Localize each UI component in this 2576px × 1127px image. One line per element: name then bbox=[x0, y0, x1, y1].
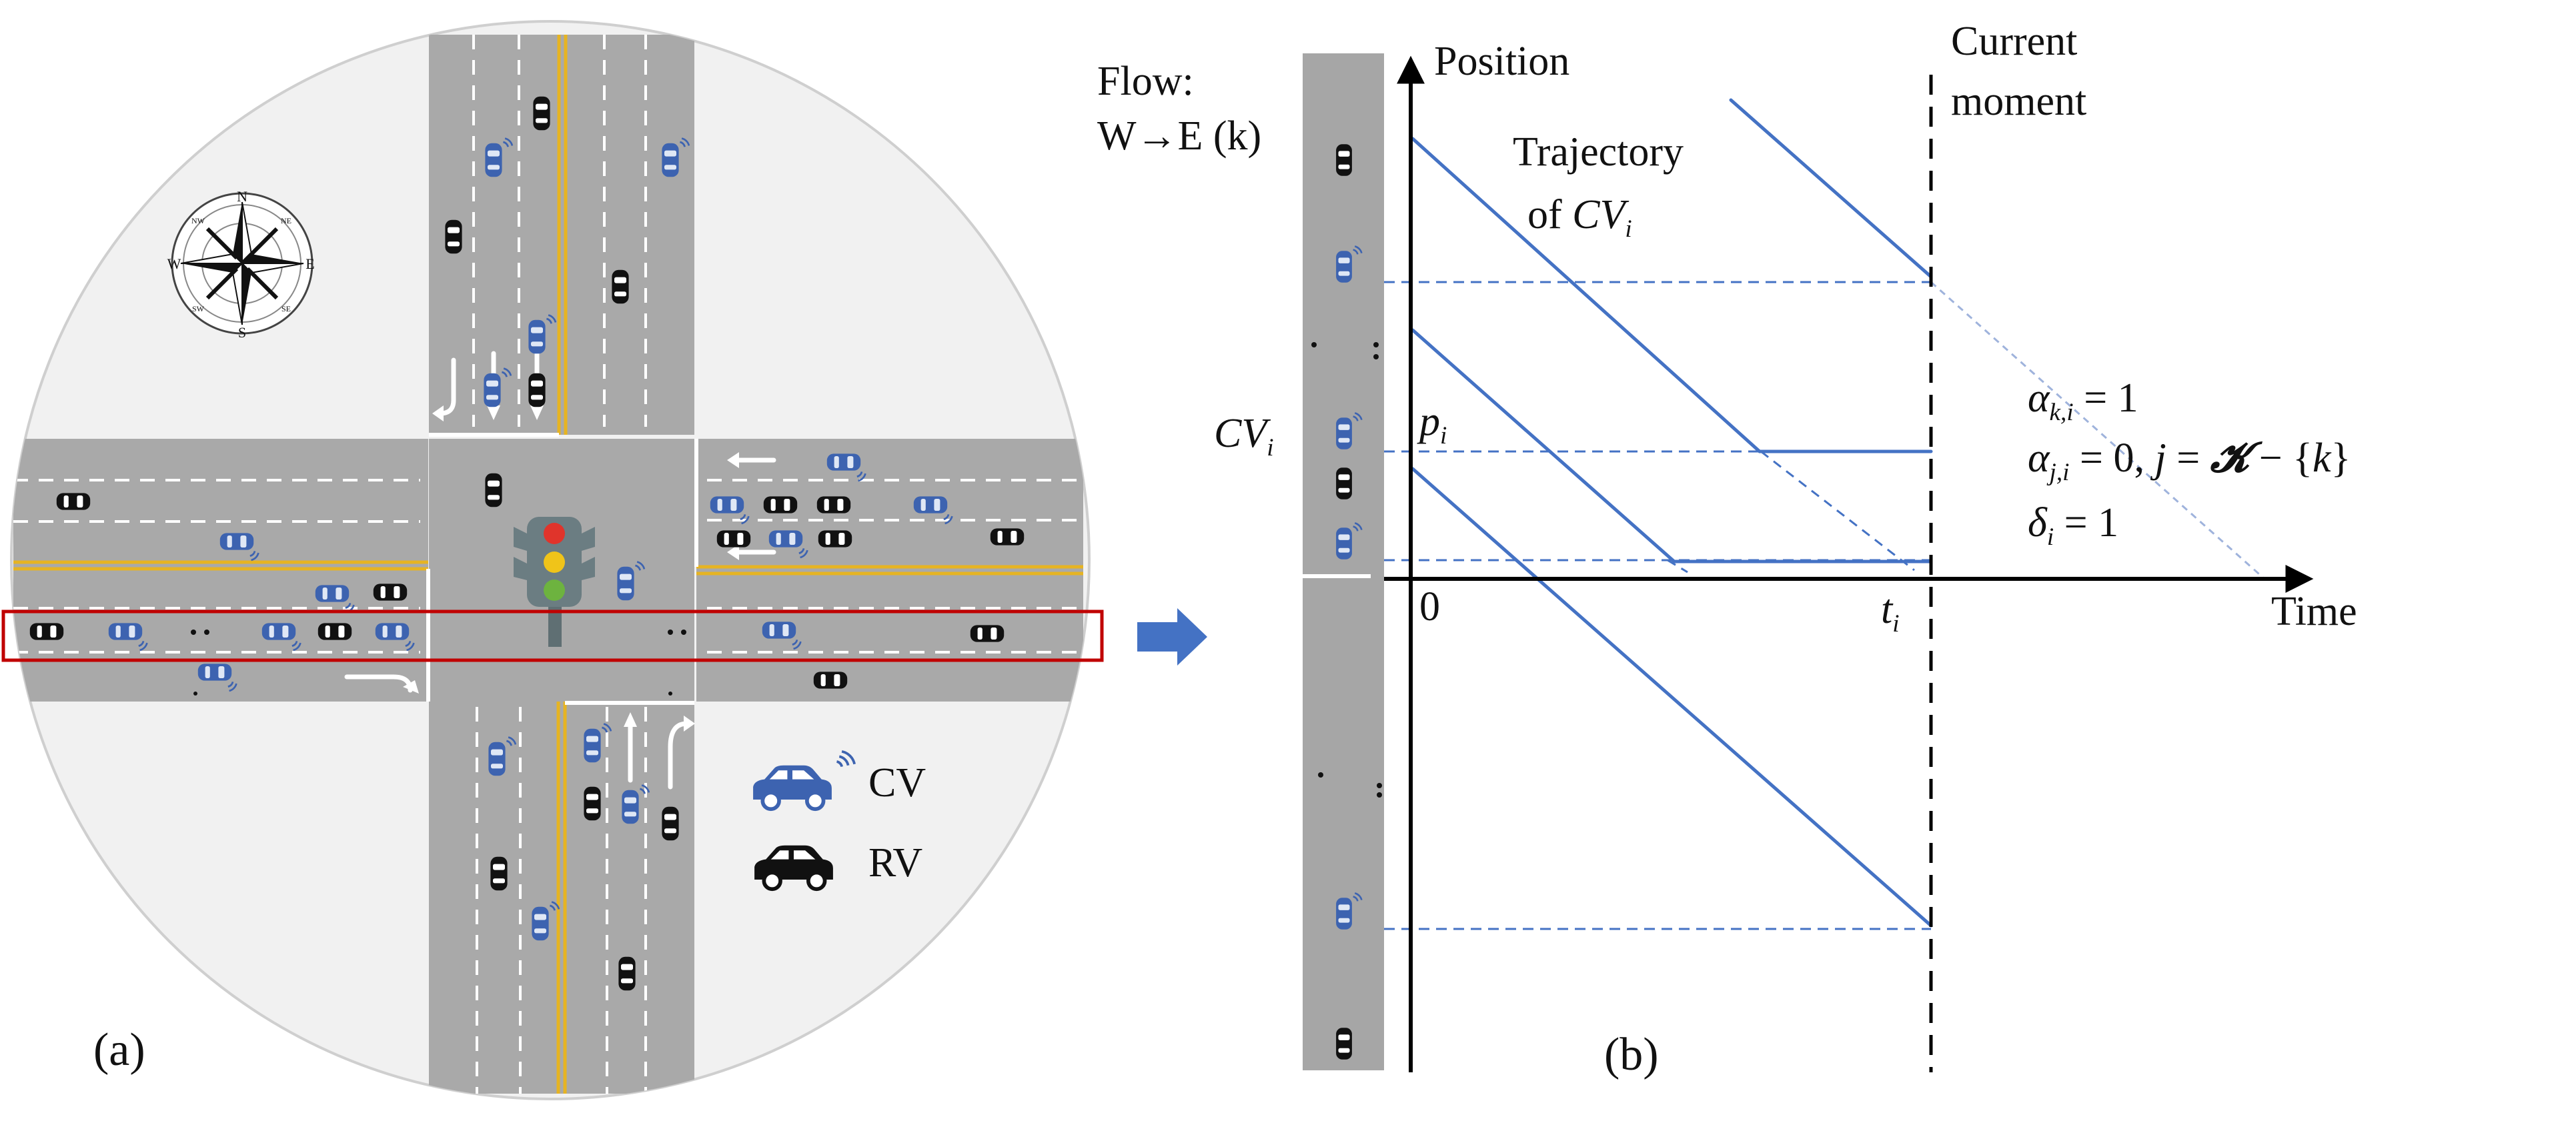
rv-car bbox=[612, 269, 629, 304]
panel-b-label: (b) bbox=[1604, 1029, 1659, 1080]
eq2-rest-4: } bbox=[2331, 435, 2351, 481]
rv-car bbox=[490, 856, 508, 891]
rv-car bbox=[818, 530, 852, 547]
cv-i-sub: i bbox=[1267, 434, 1274, 462]
compass-n: N bbox=[237, 188, 247, 205]
compass-s: S bbox=[238, 324, 246, 341]
rv-car bbox=[317, 623, 352, 640]
eq2-set-k: 𝓚 bbox=[2210, 435, 2249, 481]
rv-car bbox=[29, 623, 64, 640]
p-i-main: p bbox=[1419, 399, 1440, 444]
rv-car bbox=[990, 528, 1025, 545]
rv-car bbox=[56, 493, 91, 510]
eq2-rest-3: − { bbox=[2248, 435, 2313, 481]
equation-alpha-k: αk,i = 1 bbox=[2028, 375, 2138, 427]
rv-car bbox=[373, 584, 408, 601]
current-moment-label-2: moment bbox=[1951, 79, 2087, 124]
east-road bbox=[696, 439, 1083, 702]
p-i-sub: i bbox=[1440, 422, 1447, 450]
eq1-sub: k,i bbox=[2049, 399, 2074, 427]
green-light bbox=[544, 580, 565, 601]
rv-car bbox=[618, 956, 636, 991]
t-i-label: ti bbox=[1881, 588, 1900, 637]
eq2-k: k bbox=[2313, 435, 2331, 481]
rv-car bbox=[528, 373, 546, 407]
legend-rv-label: RV bbox=[868, 840, 923, 886]
highlighted-lane-box bbox=[1, 610, 1104, 662]
eq2-rest-1: = 0, bbox=[2069, 435, 2155, 481]
rv-car bbox=[1336, 144, 1352, 176]
red-light bbox=[544, 523, 565, 544]
compass-sw: SW bbox=[192, 304, 205, 313]
eq2-main: α bbox=[2028, 435, 2050, 481]
eq3-rest: = 1 bbox=[2054, 500, 2119, 545]
panel-a-label: (a) bbox=[93, 1024, 145, 1076]
yellow-light bbox=[544, 551, 565, 573]
rv-car bbox=[662, 806, 679, 841]
compass-e: E bbox=[305, 255, 314, 272]
compass-se: SE bbox=[281, 304, 291, 313]
eq3-sub: i bbox=[2046, 523, 2054, 551]
trajectory-label-cv: CV bbox=[1572, 192, 1626, 237]
legend-cv-label: CV bbox=[868, 760, 926, 806]
trajectory-label-2: of CVi bbox=[1527, 193, 1632, 242]
panel-transition-arrow-icon bbox=[1137, 608, 1207, 666]
south-road bbox=[429, 700, 694, 1094]
traffic-signal-icon bbox=[514, 517, 595, 647]
eq3-main: δ bbox=[2028, 500, 2047, 545]
rv-car bbox=[485, 473, 502, 507]
rv-car bbox=[1336, 467, 1352, 499]
eq2-sub: j,i bbox=[2049, 459, 2070, 487]
compass-w: W bbox=[167, 255, 181, 272]
rv-car bbox=[584, 786, 601, 821]
equation-delta: δi = 1 bbox=[2028, 501, 2118, 550]
equation-alpha-j: αj,i = 0, j = 𝓚 − {k} bbox=[2028, 435, 2351, 487]
y-axis-label: Position bbox=[1434, 39, 1570, 84]
rv-car bbox=[813, 672, 848, 689]
origin-label: 0 bbox=[1419, 584, 1440, 630]
eq1-main: α bbox=[2028, 375, 2050, 421]
compass-nw: NW bbox=[191, 216, 205, 225]
rv-car bbox=[716, 530, 751, 547]
compass-icon: N S E W NE NW SE SW bbox=[167, 188, 315, 341]
rv-car bbox=[816, 496, 851, 513]
cv-i-label: CVi bbox=[1214, 411, 1274, 462]
eq2-j: j bbox=[2154, 435, 2166, 481]
x-axis-label: Time bbox=[2271, 589, 2357, 634]
eq2-rest-2: = bbox=[2166, 435, 2210, 481]
panel-b-trajectory-diagram bbox=[1303, 53, 2314, 1072]
trajectory-label-sub: i bbox=[1625, 215, 1632, 243]
eq1-rest: = 1 bbox=[2073, 375, 2138, 421]
cv-i-main: CV bbox=[1214, 411, 1267, 456]
t-i-sub: i bbox=[1892, 610, 1900, 638]
rv-car bbox=[1336, 1028, 1352, 1060]
trajectory-label-prefix: of bbox=[1527, 192, 1573, 237]
rv-car bbox=[763, 496, 798, 513]
rv-car bbox=[970, 625, 1005, 642]
t-i-main: t bbox=[1881, 587, 1893, 632]
p-i-label: pi bbox=[1419, 399, 1447, 450]
rv-car bbox=[533, 96, 550, 131]
trajectory-label-1: Trajectory bbox=[1513, 129, 1684, 175]
flow-label-line1: Flow: bbox=[1097, 59, 1194, 104]
rv-car bbox=[445, 219, 462, 254]
compass-ne: NE bbox=[281, 216, 291, 225]
current-moment-label-1: Current bbox=[1951, 19, 2078, 64]
north-road bbox=[429, 35, 694, 435]
flow-label-line2: W→E (k) bbox=[1097, 113, 1262, 159]
panel-a-intersection: N S E W NE NW SE SW bbox=[1, 20, 1104, 1100]
